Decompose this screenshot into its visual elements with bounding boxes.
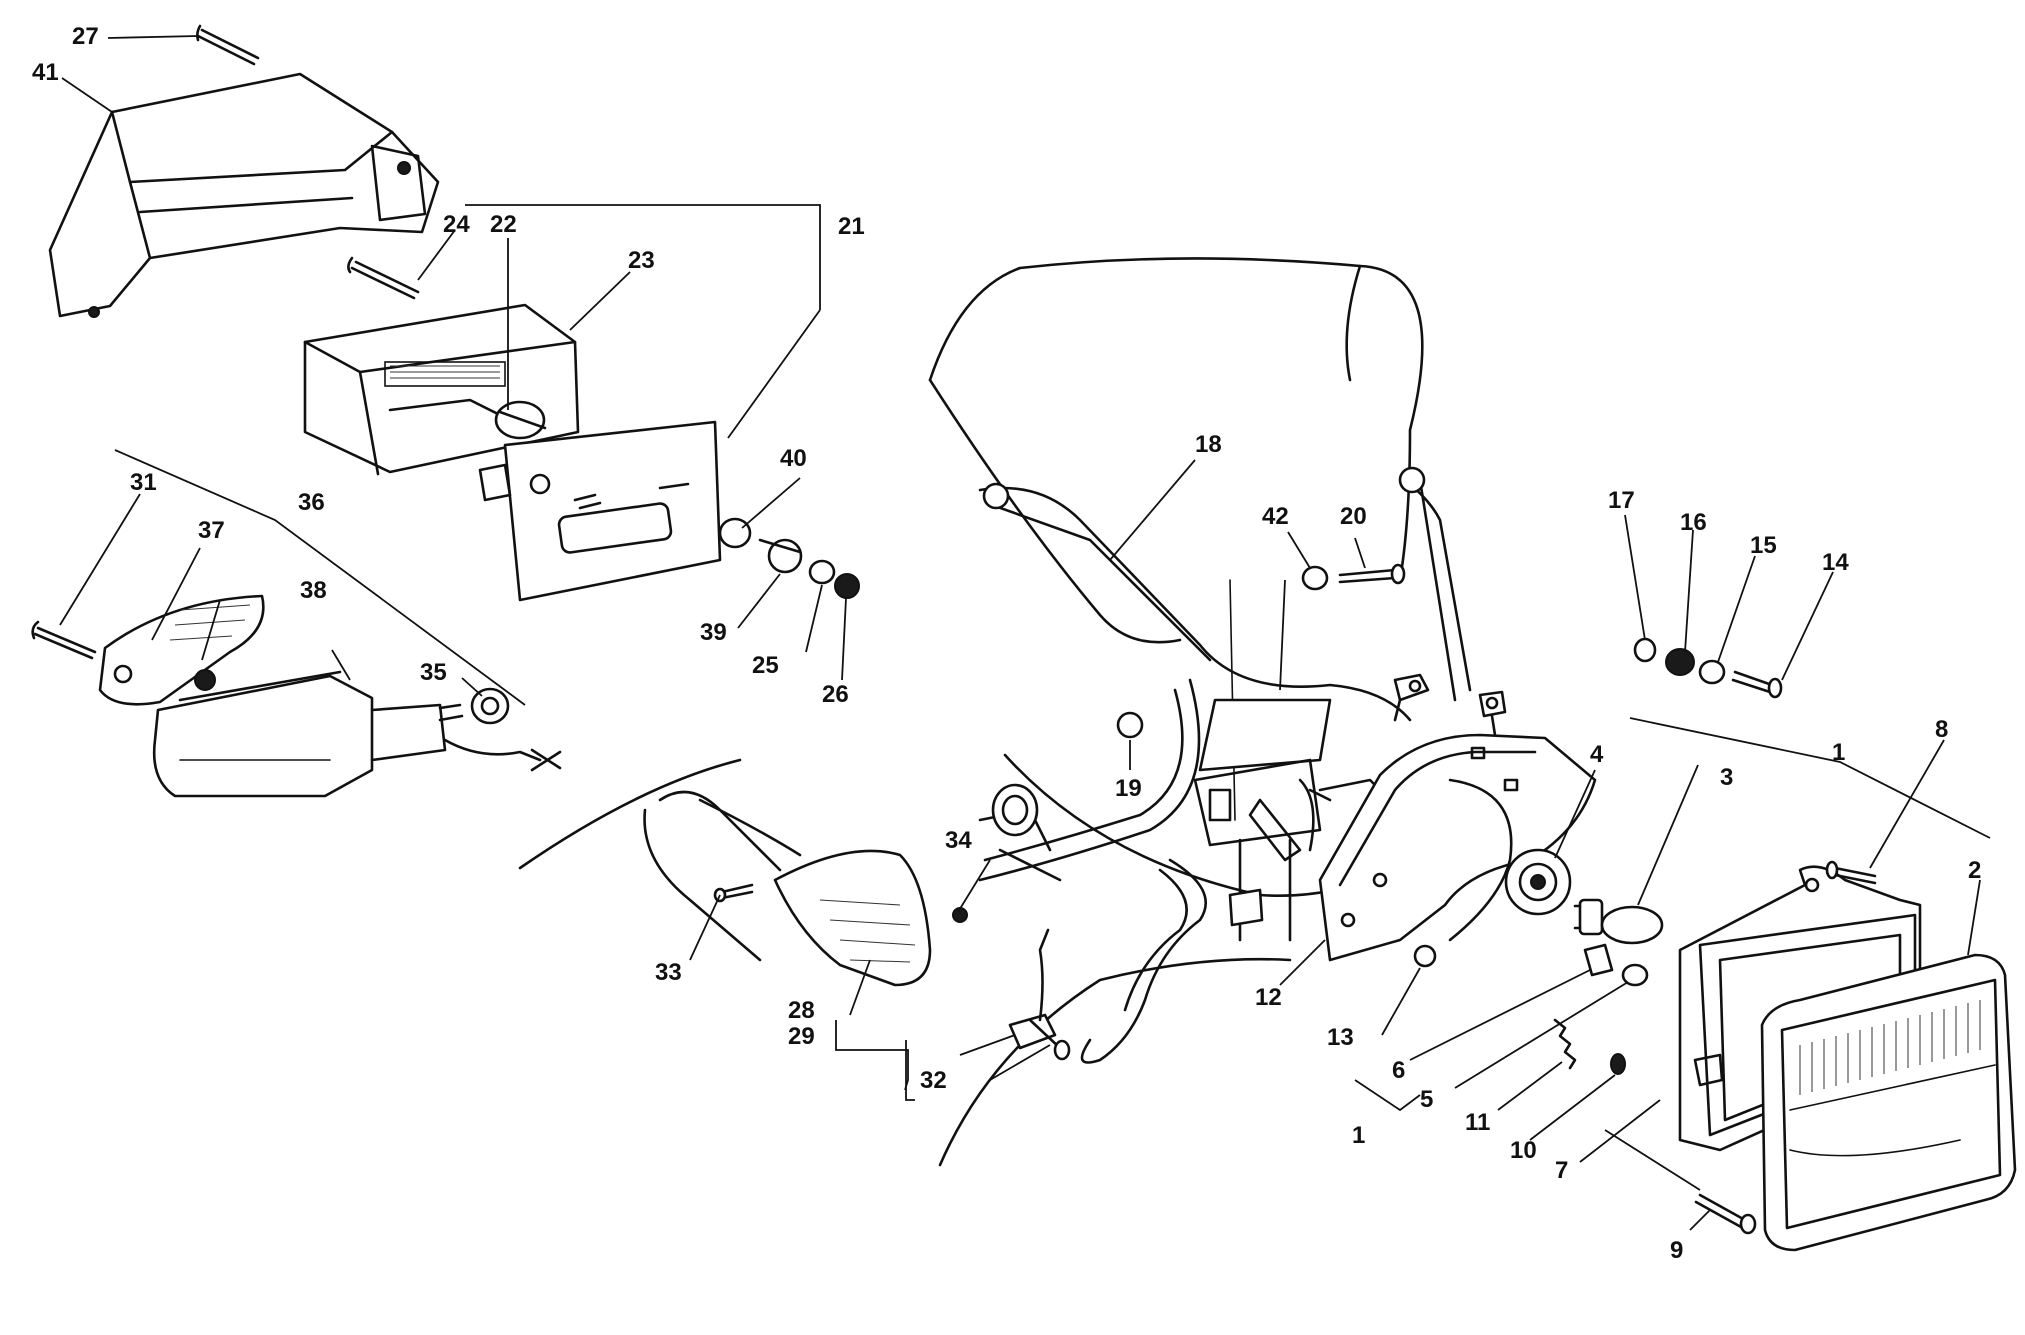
license-plate-bracket-21	[478, 420, 722, 602]
callout-12: 12	[1255, 984, 1282, 1011]
turn-signal-lens-37	[98, 594, 265, 706]
screw-31	[31, 620, 97, 660]
spring-11	[1553, 1018, 1577, 1070]
nut-25-26	[808, 559, 860, 599]
tail-light-screw-24	[347, 256, 420, 300]
screw-33	[713, 883, 754, 903]
leader-lines	[59, 35, 1991, 1231]
rubber-mount-4	[1504, 848, 1572, 916]
callout-21: 21	[838, 213, 865, 240]
callout-33: 33	[655, 959, 682, 986]
bulb-socket-5-6	[1583, 943, 1649, 987]
bulb-socket-32	[1008, 928, 1071, 1061]
callout-37: 37	[198, 517, 225, 544]
callout-15: 15	[1750, 532, 1777, 559]
callout-23: 23	[628, 247, 655, 274]
callout-28: 28	[788, 997, 815, 1024]
callout-5: 5	[1420, 1086, 1433, 1113]
callout-19: 19	[1115, 775, 1142, 802]
callout-labels: 27 41 24 22 23 21 40 39 25 26 31 36 37 3…	[32, 23, 1981, 1264]
callout-11: 11	[1465, 1109, 1490, 1136]
callout-4: 4	[1590, 741, 1604, 768]
callout-17: 17	[1608, 487, 1635, 514]
callout-26: 26	[822, 681, 849, 708]
callout-25: 25	[752, 652, 779, 679]
callout-14: 14	[1822, 549, 1849, 576]
callout-39: 39	[700, 619, 727, 646]
callout-31: 31	[130, 469, 157, 496]
screw-9	[1694, 1193, 1757, 1235]
callout-6: 6	[1392, 1057, 1405, 1084]
nut-35	[470, 687, 510, 725]
bulb-3	[1573, 898, 1664, 945]
callout-40: 40	[780, 445, 807, 472]
callout-20: 20	[1340, 503, 1367, 530]
callout-8: 8	[1935, 716, 1948, 743]
callout-13: 13	[1327, 1024, 1354, 1051]
callout-1-top: 1	[1832, 739, 1845, 766]
callout-10: 10	[1510, 1137, 1537, 1164]
callout-2: 2	[1968, 857, 1981, 884]
callout-9: 9	[1670, 1237, 1683, 1264]
tail-fairing-41	[48, 72, 440, 318]
callout-42: 42	[1262, 503, 1289, 530]
turn-signal-body-36	[152, 670, 562, 798]
screw-27	[196, 24, 260, 66]
callout-38: 38	[300, 577, 327, 604]
spacers-39-40	[718, 517, 803, 574]
nut-19	[1116, 711, 1144, 739]
callout-24: 24	[443, 211, 470, 238]
screw-13	[1413, 944, 1437, 968]
headlight-bracket-12	[1318, 673, 1597, 962]
front-subframe	[978, 678, 1392, 1064]
callout-22: 22	[490, 211, 517, 238]
callout-29: 29	[788, 1023, 815, 1050]
callout-3: 3	[1720, 764, 1733, 791]
callout-27: 27	[72, 23, 99, 50]
screw-8	[1825, 860, 1877, 885]
indicator-housing	[643, 790, 802, 962]
callout-16: 16	[1680, 509, 1707, 536]
callout-1-bottom: 1	[1352, 1122, 1365, 1149]
callout-36: 36	[298, 489, 325, 516]
washer-42	[1301, 565, 1329, 591]
mirror-bracket-18	[978, 466, 1472, 722]
bulb-22	[494, 400, 547, 440]
washer-10	[1610, 1053, 1626, 1075]
callout-34: 34	[945, 827, 972, 854]
indicator-lens-28	[773, 849, 932, 987]
screw-20	[1338, 563, 1406, 585]
fairing-outline	[518, 579, 1392, 1167]
callout-7: 7	[1555, 1157, 1568, 1184]
adjuster-14-15-16-17	[1633, 637, 1783, 699]
callout-18: 18	[1195, 431, 1222, 458]
callout-35: 35	[420, 659, 447, 686]
windscreen	[928, 257, 1424, 644]
callout-32: 32	[920, 1067, 947, 1094]
callout-41: 41	[32, 59, 59, 86]
headlight-lens-2	[1760, 953, 2017, 1252]
clamp-ring	[991, 783, 1039, 837]
